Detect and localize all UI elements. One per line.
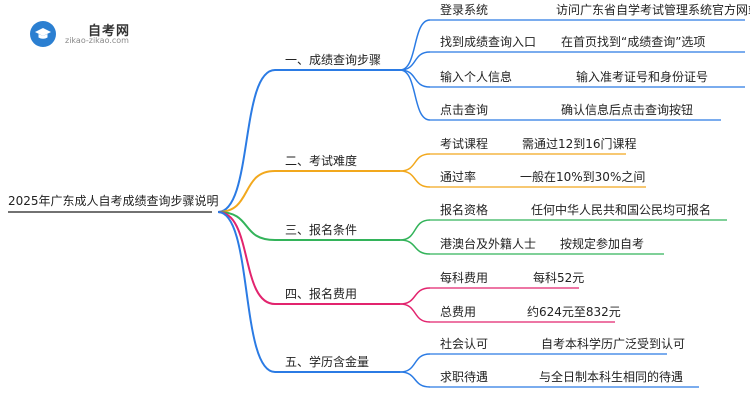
detail-text: 任何中华人民共和国公民均可报名 xyxy=(531,202,711,217)
child-label: 登录系统 xyxy=(440,2,488,17)
detail-text: 按规定参加自考 xyxy=(560,236,644,251)
detail-text: 在首页找到“成绩查询”选项 xyxy=(561,35,705,49)
branch-label: 二、考试难度 xyxy=(285,153,357,168)
child-label: 报名资格 xyxy=(440,202,488,217)
logo-title: 自考网 xyxy=(88,24,131,39)
child-connector xyxy=(399,170,431,188)
detail-text: 需通过12到16门课程 xyxy=(522,136,637,151)
child-label: 总费用 xyxy=(440,305,476,319)
child-connector xyxy=(399,353,431,373)
detail-text: 约624元至832元 xyxy=(527,304,621,319)
child-connector xyxy=(399,239,431,255)
root-connector xyxy=(217,211,276,241)
child-label: 找到成绩查询入口 xyxy=(440,35,536,49)
detail-text: 每科52元 xyxy=(533,270,584,285)
detail-text: 确认信息后点击查询按钮 xyxy=(561,102,693,117)
child-connector xyxy=(399,51,431,71)
detail-text: 与全日制本科生相同的待遇 xyxy=(539,369,683,384)
root-topic: 2025年广东成人自考成绩查询步骤说明 xyxy=(8,193,219,208)
branch-label: 五、学历含金量 xyxy=(285,354,369,369)
child-label: 点击查询 xyxy=(440,103,488,117)
logo-url: zikao-zikao.com xyxy=(65,36,129,45)
child-connector xyxy=(399,69,431,88)
child-label: 考试课程 xyxy=(440,136,488,151)
child-connector xyxy=(399,303,431,323)
site-logo[interactable]: 自考网 zikao-zikao.com xyxy=(30,19,160,49)
root-connector xyxy=(217,69,276,213)
detail-text: 一般在10%到30%之间 xyxy=(520,169,645,184)
branch-label: 四、报名费用 xyxy=(285,286,357,301)
graduation-cap-icon xyxy=(30,21,56,47)
child-label: 输入个人信息 xyxy=(440,69,512,84)
branch-label: 三、报名条件 xyxy=(285,222,357,237)
child-connector xyxy=(399,219,431,241)
detail-text: 输入准考证号和身份证号 xyxy=(576,69,708,84)
child-connector xyxy=(399,69,431,121)
root-connector xyxy=(217,211,276,305)
detail-text: 自考本科学历广泛受到认可 xyxy=(541,336,685,351)
branch-label: 一、成绩查询步骤 xyxy=(285,53,381,67)
child-label: 社会认可 xyxy=(440,336,488,351)
child-label: 每科费用 xyxy=(440,270,488,285)
child-connector xyxy=(399,371,431,388)
detail-text: 访问广东省自学考试管理系统官方网站 xyxy=(556,2,750,17)
child-connector xyxy=(399,153,431,172)
child-label: 通过率 xyxy=(440,169,476,184)
child-label: 港澳台及外籍人士 xyxy=(440,236,536,251)
child-connector xyxy=(399,287,431,305)
child-connector xyxy=(399,19,431,71)
root-connector xyxy=(217,211,276,373)
root-connector xyxy=(217,170,276,213)
child-label: 求职待遇 xyxy=(440,370,488,384)
